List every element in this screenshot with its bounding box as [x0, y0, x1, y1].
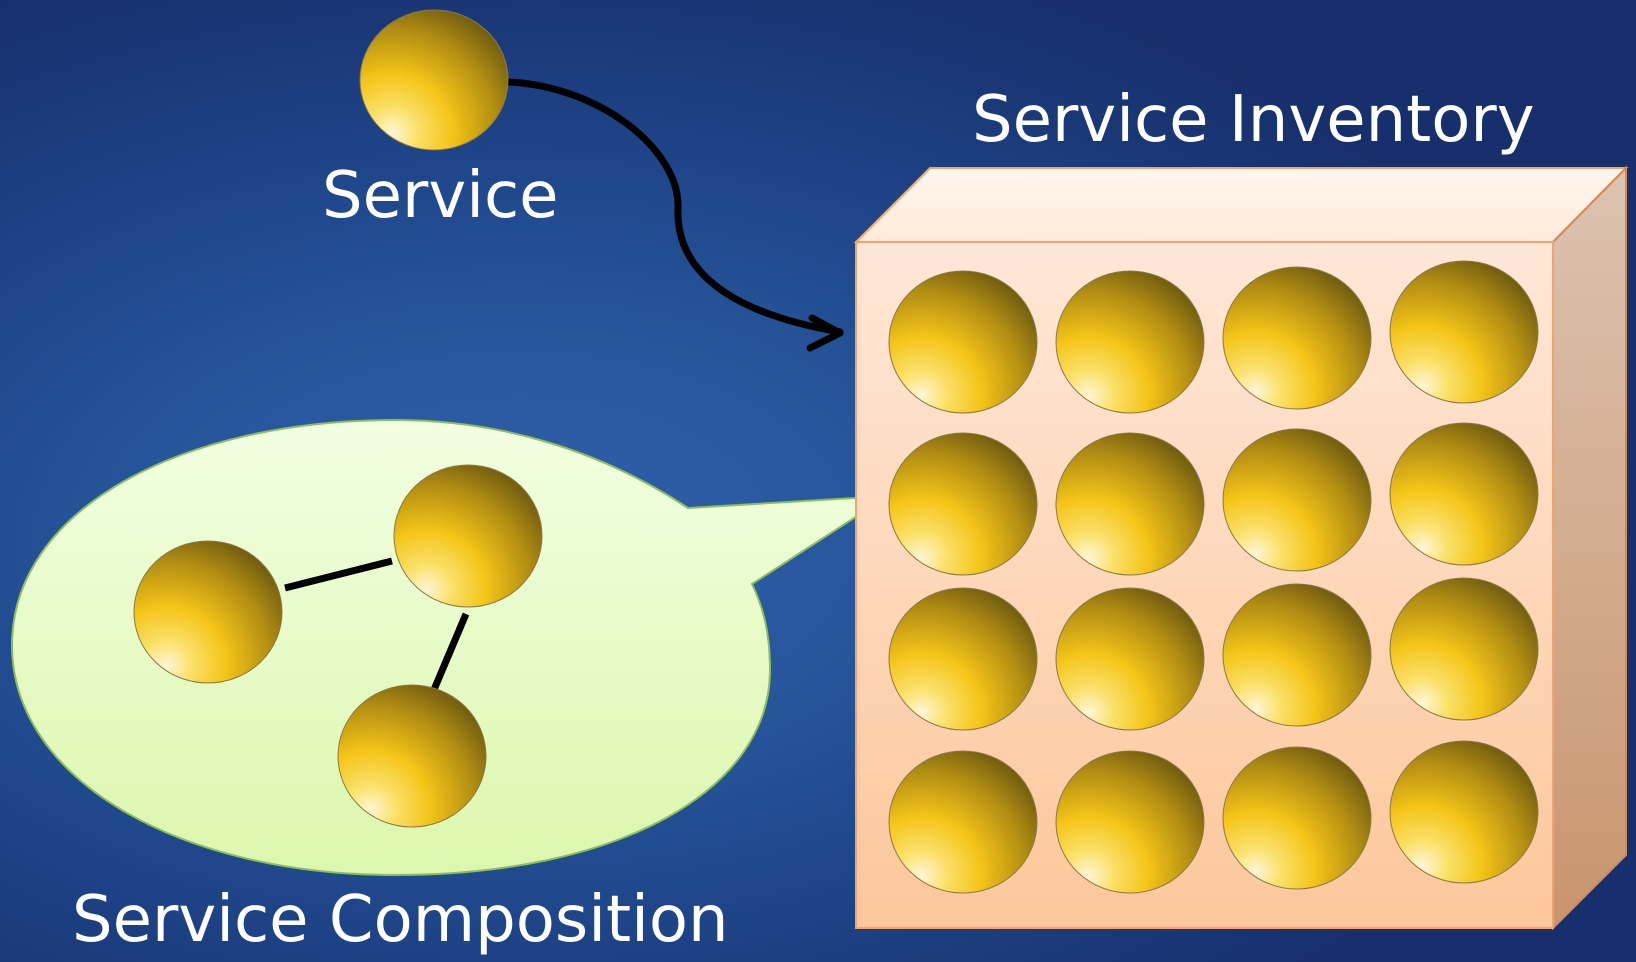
- composition-services: [133, 464, 543, 828]
- composition-service-sphere: [133, 540, 283, 684]
- composition-service-sphere: [337, 684, 487, 828]
- inventory-service-sphere: [888, 432, 1038, 576]
- composition-link: [429, 612, 470, 694]
- inventory-service-sphere: [1055, 587, 1205, 731]
- inventory-service-sphere: [1389, 260, 1539, 404]
- inventory-service-sphere: [1222, 746, 1372, 890]
- inventory-service-sphere: [888, 750, 1038, 894]
- arrow-head: [806, 314, 844, 352]
- inventory-service-sphere: [1055, 750, 1205, 894]
- inventory-box-side: [1552, 165, 1627, 931]
- service-sphere: [359, 9, 509, 151]
- service-to-inventory-arrow: [504, 78, 844, 336]
- inventory-service-sphere: [1389, 422, 1539, 566]
- inventory-service-sphere: [1389, 577, 1539, 721]
- inventory-grid: [888, 260, 1539, 894]
- inventory-service-sphere: [1222, 428, 1372, 572]
- inventory-box-top: [853, 167, 1629, 243]
- inventory-service-sphere: [888, 270, 1038, 414]
- inventory-service-sphere: [1055, 270, 1205, 414]
- inventory-service-sphere: [1222, 266, 1372, 410]
- inventory-service-sphere: [888, 587, 1038, 731]
- service-inventory-label: Service Inventory: [972, 83, 1535, 157]
- service-label: Service: [322, 159, 559, 233]
- inventory-service-sphere: [1222, 583, 1372, 727]
- composition-link: [284, 557, 393, 592]
- inventory-service-sphere: [1389, 740, 1539, 884]
- service-composition-label: Service Composition: [72, 883, 729, 957]
- inventory-service-sphere: [1055, 432, 1205, 576]
- composition-service-sphere: [393, 464, 543, 608]
